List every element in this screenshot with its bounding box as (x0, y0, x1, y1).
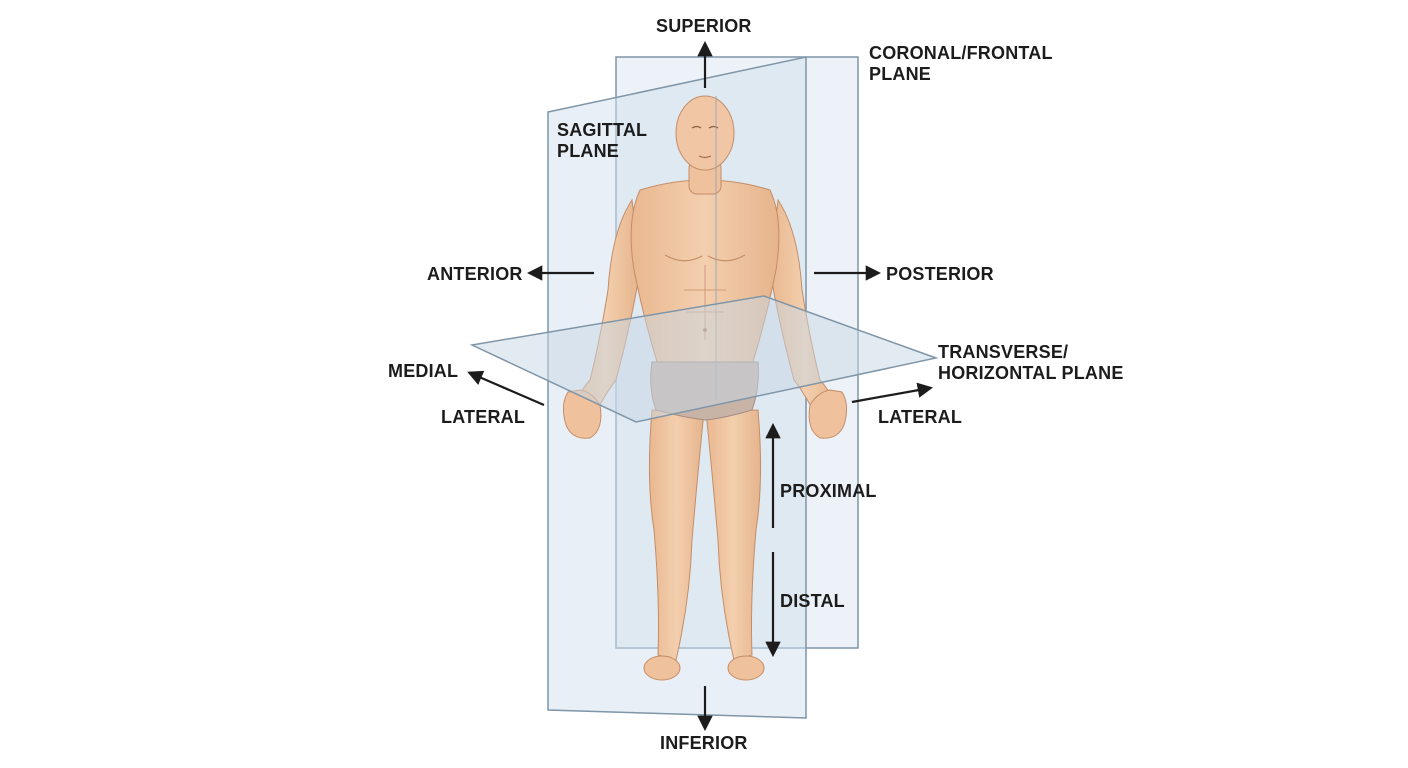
lateral-left-label: LATERAL (441, 407, 526, 427)
transverse-plane-label: TRANSVERSE/ HORIZONTAL PLANE (938, 342, 1124, 384)
coronal-plane-label-line2: PLANE (869, 64, 932, 84)
sagittal-plane-label-line2: PLANE (557, 141, 620, 161)
distal-label: DISTAL (780, 591, 845, 611)
coronal-plane-label-line1: CORONAL/FRONTAL (869, 43, 1053, 63)
right-foot (727, 655, 765, 681)
inferior-label: INFERIOR (660, 733, 748, 753)
medial-lateral-left-arrow (467, 370, 545, 407)
medial-label: MEDIAL (388, 361, 459, 381)
lateral-right-arrow (851, 382, 934, 404)
proximal-label: PROXIMAL (780, 481, 877, 501)
head (675, 95, 735, 171)
anterior-label: ANTERIOR (427, 264, 523, 284)
left-foot (643, 655, 681, 681)
sagittal-plane-label-line1: SAGITTAL (557, 120, 648, 140)
posterior-label: POSTERIOR (886, 264, 994, 284)
transverse-plane-label-line1: TRANSVERSE/ (938, 342, 1069, 362)
superior-label: SUPERIOR (656, 16, 752, 36)
transverse-plane-label-line2: HORIZONTAL PLANE (938, 363, 1124, 383)
transverse-plane (469, 295, 939, 423)
lateral-right-label: LATERAL (878, 407, 963, 427)
coronal-plane-label: CORONAL/FRONTAL PLANE (869, 43, 1053, 85)
sagittal-plane-label: SAGITTAL PLANE (557, 120, 647, 162)
right-hand (808, 389, 848, 439)
